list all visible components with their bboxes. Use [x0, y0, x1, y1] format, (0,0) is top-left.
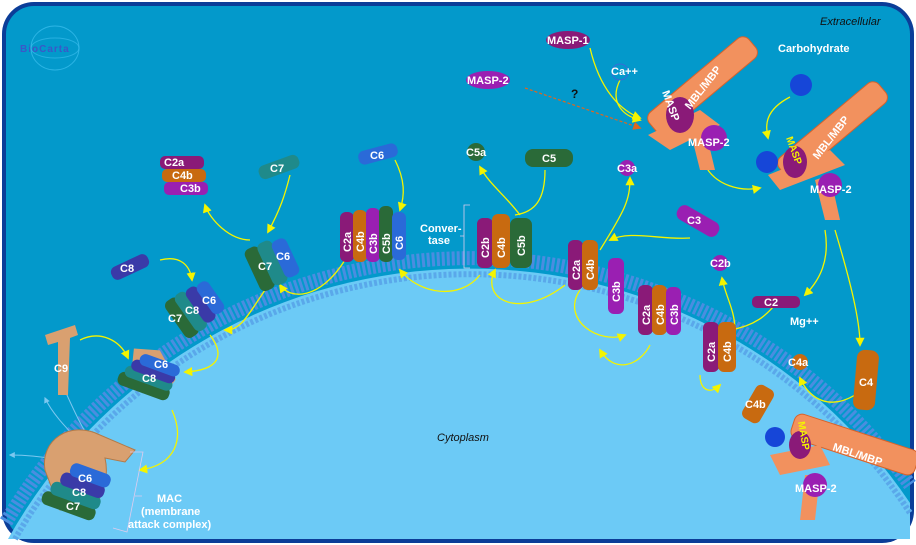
- c2a-label: C2a: [571, 259, 583, 280]
- c6-bound-label: C6: [276, 251, 290, 263]
- masp2-label: MASP-2: [467, 75, 509, 87]
- c3b-label: C3b: [669, 304, 681, 325]
- c2a-label: C2a: [706, 341, 718, 362]
- unknown-step-label: ?: [571, 87, 578, 101]
- c2-label: C2: [764, 297, 778, 309]
- c4b-label: C4b: [355, 231, 367, 252]
- c4-label: C4: [859, 377, 874, 389]
- c3b-label: C3b: [368, 233, 380, 254]
- c4b-label: C4b: [496, 237, 508, 258]
- c6-mac-label: C6: [78, 473, 92, 485]
- carbohydrate-ball: [790, 74, 812, 96]
- c8-bound-label: C8: [142, 373, 156, 385]
- c4b-label: C4b: [722, 341, 734, 362]
- mbl-mbp-complex-3: MBL/MBP MASP MASP-2: [765, 413, 916, 520]
- c9-label: C9: [54, 363, 68, 375]
- c3a-label: C3a: [617, 163, 638, 175]
- c5b-c6-c7-membrane: C7 C6: [244, 238, 300, 292]
- c6-label: C6: [394, 236, 406, 250]
- c8-bound-label: C8: [185, 305, 199, 317]
- c4b-label: C4b: [655, 304, 667, 325]
- mbl-mbp-complex-2: MBL/MBP MASP MASP-2: [756, 81, 888, 220]
- c4b-label: C4b: [585, 259, 597, 280]
- c3-convertase-1: C2a C4b: [568, 240, 598, 290]
- c6-bound-label: C6: [202, 295, 216, 307]
- c5a-label: C5a: [466, 147, 487, 159]
- magnesium-label: Mg++: [790, 316, 819, 328]
- c4b-label: C4b: [172, 170, 193, 182]
- mac-label-line1: MAC: [157, 493, 182, 505]
- c8-mac-label: C8: [72, 487, 86, 499]
- c3-label: C3: [687, 215, 701, 227]
- c3-convertase-2: C2a C4b C3b: [638, 285, 681, 335]
- cytoplasm-label: Cytoplasm: [437, 432, 489, 444]
- c4b-free-label: C4b: [745, 399, 766, 411]
- free-molecules: MASP-1 MASP-2 Ca++ ? C5a C5 C6 C7 C8 C9 …: [45, 31, 879, 424]
- c5-convertase: Conver- tase C2b C4b C5b: [420, 204, 532, 269]
- c3b-label: C3b: [611, 281, 623, 302]
- c5-label: C5: [542, 153, 556, 165]
- c5b-label: C5b: [381, 233, 393, 254]
- masp-label-3: MASP: [795, 421, 811, 452]
- c2b-bound-label: C2b: [480, 237, 492, 258]
- c7-label: C7: [270, 163, 284, 175]
- logo-text: BioCarta: [20, 44, 70, 55]
- convertase-label-line2: tase: [428, 235, 450, 247]
- c2a-label: C2a: [342, 231, 354, 252]
- convertase-label-line1: Conver-: [420, 223, 462, 235]
- carbohydrate-label: Carbohydrate: [778, 43, 850, 55]
- c5b-c6-c7-c8-membrane: C7 C8 C6: [164, 281, 225, 338]
- cytoplasm-area: [8, 268, 910, 539]
- reaction-arrows: [79, 47, 865, 474]
- c7-bound-label: C7: [168, 313, 182, 325]
- c6-bound-label: C6: [154, 359, 168, 371]
- membrane-attack-complex: C6 C8 C7 MAC (membrane attack complex): [41, 429, 211, 533]
- masp2-bound-label-3: MASP-2: [795, 483, 837, 495]
- c3b-membrane: C3b: [608, 258, 624, 314]
- masp1-label: MASP-1: [547, 35, 589, 47]
- c5b-label: C5b: [516, 235, 528, 256]
- extracellular-label: Extracellular: [820, 16, 882, 28]
- mac-label-line3: attack complex): [128, 519, 211, 531]
- c5b-c9-binding-complex: C6 C8: [117, 348, 180, 401]
- membrane-inner-leaflet: [12, 271, 913, 541]
- c7-mac-label: C7: [66, 501, 80, 513]
- c8-label: C8: [120, 263, 134, 275]
- c5-convertase-c5b-c6: C2a C4b C3b C5b C6: [340, 206, 406, 262]
- c7-bound-label: C7: [258, 261, 272, 273]
- mac-label-line2: (membrane: [141, 506, 200, 518]
- biocarta-logo: BioCarta: [20, 25, 80, 71]
- masp2-bound-label-2: MASP-2: [810, 184, 852, 196]
- c4a-label: C4a: [788, 357, 809, 369]
- c2a-label: C2a: [641, 304, 653, 325]
- calcium-label: Ca++: [611, 66, 638, 78]
- c2a-c4b-c3b-released: C2a C4b C3b: [160, 156, 208, 195]
- c3b-label: C3b: [180, 183, 201, 195]
- c2a-label: C2a: [164, 157, 185, 169]
- c2b-label: C2b: [710, 258, 731, 270]
- masp2-bound-label-1: MASP-2: [688, 137, 730, 149]
- c6-label: C6: [370, 150, 384, 162]
- c2a-c4b-membrane: C2a C4b: [703, 322, 736, 372]
